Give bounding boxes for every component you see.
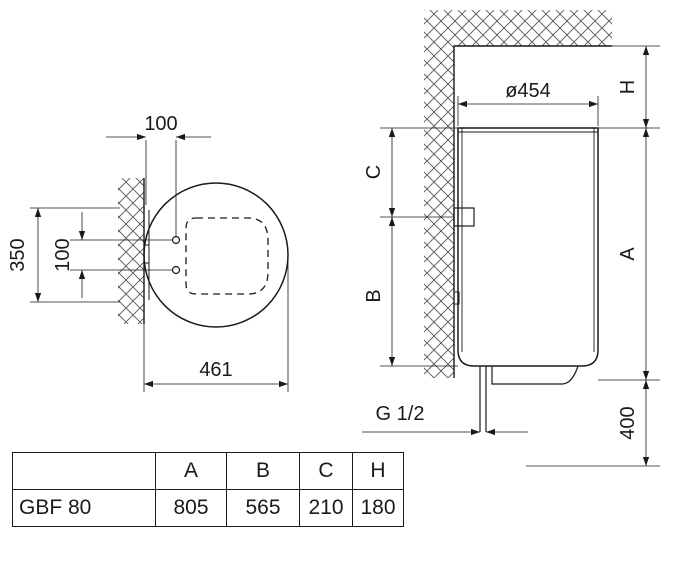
table-header-cell [12,452,156,490]
tank-outline-side-view [457,127,599,367]
dim-label-b: B [363,289,385,302]
dim-100-top: 100 [144,113,177,135]
right-view [362,10,660,467]
pipe-hole-lower [171,265,181,275]
heating-element-dashed [185,217,269,295]
table-row: GBF 80 805 565 210 180 [12,489,404,527]
dim-100-side: 100 [52,238,74,271]
upper-bracket [453,207,475,227]
dim-400: 400 [617,406,639,439]
left-view [30,133,289,392]
table-header-cell: H [352,452,404,490]
dim-350: 350 [7,238,29,271]
bottom-cover [491,365,579,385]
lower-bracket [453,291,460,305]
dim-diameter-454: ø454 [505,80,551,102]
table-header-cell: A [155,452,227,490]
dim-label-g: G 1/2 [376,403,425,425]
table-cell-h: 180 [352,489,404,527]
dim-label-c: C [363,165,385,179]
table-cell-model: GBF 80 [12,489,156,527]
dim-label-a: A [617,247,639,261]
tank-outline-top-view [143,182,289,328]
pipe-hole-upper [171,235,181,245]
table-header-cell: C [299,452,353,490]
table-cell-c: 210 [299,489,353,527]
dimensions-table: A B C H GBF 80 805 565 210 180 [12,452,404,527]
wall-hatch-left [118,178,144,324]
table-cell-b: 565 [226,489,300,527]
dim-461: 461 [199,359,232,381]
table-header-cell: B [226,452,300,490]
table-header-row: A B C H [12,452,404,490]
wall-hatch-right [424,10,612,378]
dim-label-h: H [617,80,639,94]
table-cell-a: 805 [155,489,227,527]
